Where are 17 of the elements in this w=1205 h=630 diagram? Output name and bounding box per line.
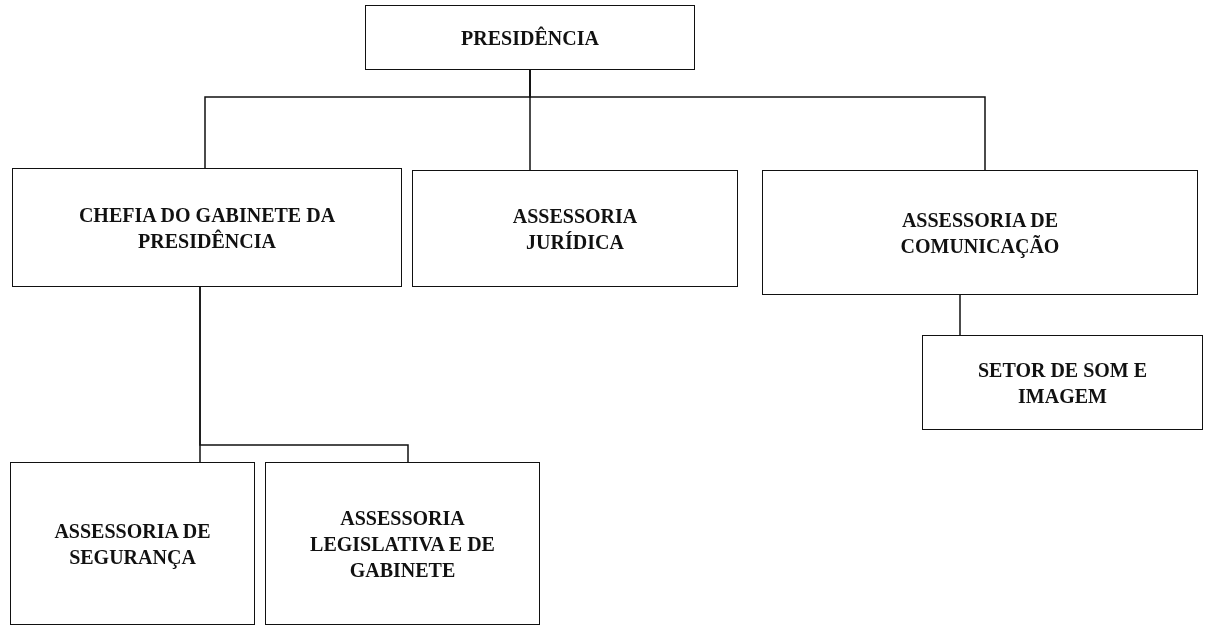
unit-name: PRESIDÊNCIA <box>461 25 599 51</box>
unit-name: SETOR DE SOM E IMAGEM <box>976 357 1149 409</box>
connector-line <box>959 294 961 336</box>
org-unit-box <box>10 462 255 625</box>
org-unit-box <box>922 335 1203 430</box>
unit-name: ASSESSORIA DE COMUNICAÇÃO <box>899 207 1061 259</box>
org-unit-box <box>762 170 1198 295</box>
unit-name: CHEFIA DO GABINETE DA PRESIDÊNCIA <box>77 202 337 254</box>
unit-name: ASSESSORIA LEGISLATIVA E DE GABINETE <box>309 505 496 583</box>
org-unit-box <box>12 168 402 287</box>
connector-line <box>199 286 409 463</box>
unit-name: ASSESSORIA DE SEGURANÇA <box>53 518 212 570</box>
org-unit-box <box>265 462 540 625</box>
org-unit-box <box>365 5 695 70</box>
org-unit-box <box>412 170 738 287</box>
connector-line <box>529 69 986 171</box>
unit-name: ASSESSORIA JURÍDICA <box>511 203 639 255</box>
